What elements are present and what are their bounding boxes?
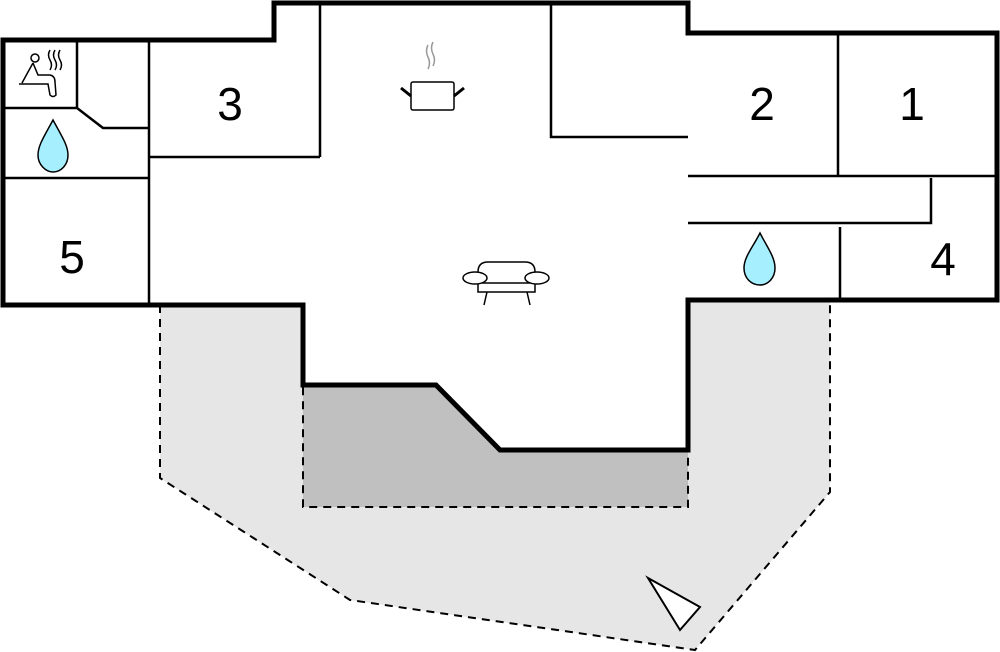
outer-wall: [0, 0, 1000, 453]
room-3-label: 3: [217, 78, 243, 130]
interior-walls: [3, 3, 997, 305]
living-sofa-icon: [462, 261, 550, 306]
kitchen-pot-icon: [400, 41, 465, 111]
room-5-label: 5: [59, 231, 85, 283]
bathroom-drop-icon: [743, 231, 776, 286]
sauna-icon: [19, 49, 63, 98]
bathroom-drop-icon: [37, 118, 69, 173]
house-floor: [3, 3, 997, 450]
room-1-label: 1: [899, 78, 925, 130]
room-4-label: 4: [930, 233, 956, 285]
north-arrow-icon: [645, 575, 702, 632]
room-2-label: 2: [749, 78, 775, 130]
